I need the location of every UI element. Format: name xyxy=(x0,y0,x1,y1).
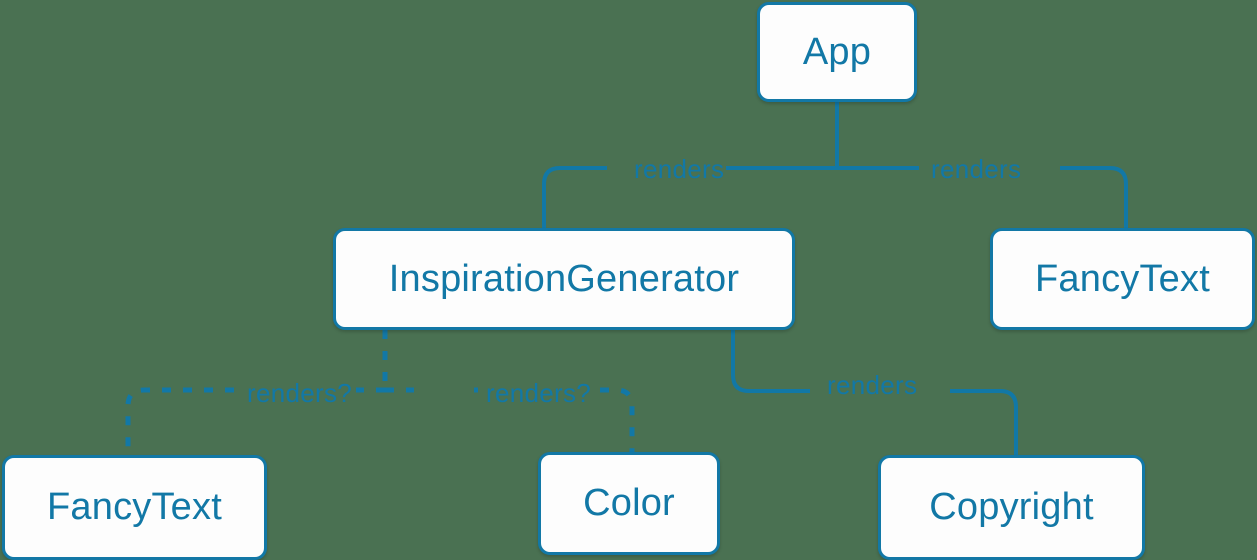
node-fancytext-left-label: FancyText xyxy=(47,486,222,528)
node-copyright-label: Copyright xyxy=(929,486,1094,528)
node-app[interactable]: App xyxy=(757,2,917,102)
node-color[interactable]: Color xyxy=(538,452,720,555)
edge-app-to-fancytext xyxy=(837,166,1128,228)
edge-label-app-to-inspiration: renders xyxy=(634,154,725,184)
node-color-label: Color xyxy=(583,482,675,524)
edge-label-app-to-fancytext: renders xyxy=(931,154,1022,184)
edge-inspiration-to-color xyxy=(385,387,635,452)
edge-inspiration-to-copyright xyxy=(731,330,1018,455)
edge-label-inspiration-to-fancytext-left: renders? xyxy=(247,378,353,408)
node-copyright[interactable]: Copyright xyxy=(878,455,1145,560)
node-fancytext-right-label: FancyText xyxy=(1035,257,1210,300)
edge-inspiration-to-fancytext-left xyxy=(125,387,385,455)
node-fancytext-left[interactable]: FancyText xyxy=(2,455,267,560)
node-app-label: App xyxy=(802,30,872,73)
node-inspiration-generator[interactable]: InspirationGenerator xyxy=(333,228,795,330)
node-inspiration-generator-label: InspirationGenerator xyxy=(388,257,740,300)
edge-app-to-inspiration xyxy=(542,166,837,228)
node-fancytext-right[interactable]: FancyText xyxy=(990,228,1255,330)
edge-label-inspiration-to-copyright: renders xyxy=(827,370,918,400)
edge-label-inspiration-to-color: renders? xyxy=(486,378,592,408)
